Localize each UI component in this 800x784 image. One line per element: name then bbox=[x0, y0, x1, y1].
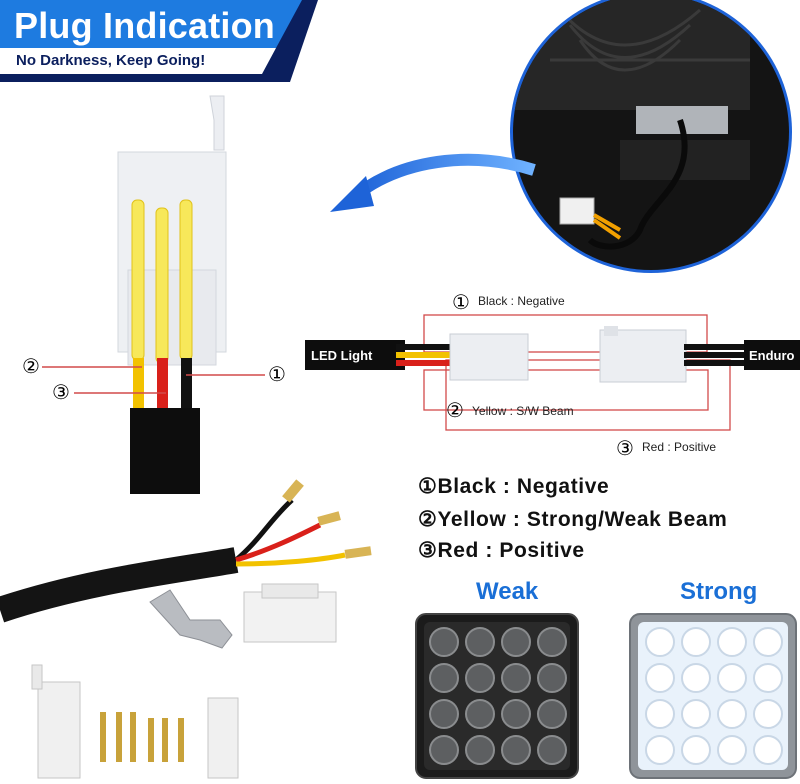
led-icon bbox=[645, 663, 675, 693]
legend-number: ③ bbox=[418, 539, 438, 562]
banner-title: Plug Indication bbox=[14, 5, 275, 46]
led-icon bbox=[717, 735, 747, 765]
black-wire-marker: ① bbox=[452, 292, 470, 314]
yellow-wire-label: Yellow : S/W Beam bbox=[472, 404, 574, 418]
led-icon bbox=[681, 663, 711, 693]
legend-item-yellow: ②Yellow : Strong/Weak Beam bbox=[418, 507, 727, 532]
legend-item-black: ①Black : Negative bbox=[418, 474, 609, 499]
led-icon bbox=[465, 699, 495, 729]
led-icon bbox=[465, 663, 495, 693]
led-icon bbox=[429, 663, 459, 693]
legend-item-red: ③Red : Positive bbox=[418, 538, 585, 563]
led-icon bbox=[429, 627, 459, 657]
cable-and-terminals-photo bbox=[0, 479, 372, 779]
yellow-wire-marker: ② bbox=[446, 400, 464, 422]
plug-closeup bbox=[117, 95, 227, 494]
led-icon bbox=[537, 699, 567, 729]
legend-text: Yellow : Strong/Weak Beam bbox=[437, 508, 728, 531]
led-icon bbox=[501, 627, 531, 657]
led-icon bbox=[501, 735, 531, 765]
led-icon bbox=[681, 735, 711, 765]
led-icon bbox=[753, 699, 783, 729]
legend-text: Red : Positive bbox=[437, 539, 585, 562]
weak-mode-label: Weak bbox=[476, 578, 539, 605]
led-icon bbox=[537, 735, 567, 765]
legend-number: ① bbox=[418, 475, 438, 498]
enduro-label: Enduro bbox=[749, 348, 795, 363]
led-icon bbox=[753, 663, 783, 693]
led-icon bbox=[429, 735, 459, 765]
marker-2: ② bbox=[22, 356, 40, 378]
installed-plug-inset bbox=[330, 0, 792, 273]
led-icon bbox=[681, 699, 711, 729]
weak-light-image bbox=[415, 613, 579, 779]
led-icon bbox=[717, 663, 747, 693]
marker-1: ① bbox=[268, 364, 286, 386]
led-icon bbox=[717, 699, 747, 729]
led-icon bbox=[681, 627, 711, 657]
banner-subtitle: No Darkness, Keep Going! bbox=[16, 52, 206, 69]
led-icon bbox=[645, 735, 675, 765]
led-icon bbox=[717, 627, 747, 657]
led-icon bbox=[429, 699, 459, 729]
marker-3: ③ bbox=[52, 382, 70, 404]
legend-text: Black : Negative bbox=[437, 475, 610, 498]
led-icon bbox=[753, 735, 783, 765]
plug-pointer-lines bbox=[42, 366, 265, 394]
red-wire-marker: ③ bbox=[616, 438, 634, 460]
led-icon bbox=[501, 663, 531, 693]
strong-mode-label: Strong bbox=[680, 578, 758, 605]
strong-light-image bbox=[629, 613, 797, 779]
led-icon bbox=[753, 627, 783, 657]
red-wire-label: Red : Positive bbox=[642, 440, 717, 454]
led-icon bbox=[537, 627, 567, 657]
banner-background bbox=[0, 0, 318, 82]
led-icon bbox=[645, 699, 675, 729]
wiring-diagram bbox=[305, 314, 800, 431]
led-light-label: LED Light bbox=[311, 348, 373, 363]
led-icon bbox=[501, 699, 531, 729]
led-icon bbox=[465, 735, 495, 765]
black-wire-label: Black : Negative bbox=[478, 294, 565, 308]
led-icon bbox=[645, 627, 675, 657]
legend-number: ② bbox=[418, 508, 438, 531]
led-icon bbox=[537, 663, 567, 693]
led-icon bbox=[465, 627, 495, 657]
